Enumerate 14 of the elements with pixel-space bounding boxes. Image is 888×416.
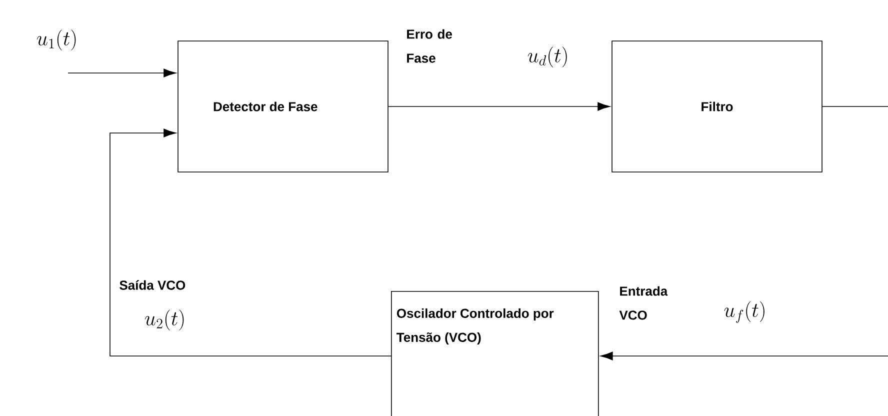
signal-label: $u_2(t)$ [145, 310, 184, 330]
signal-label: $u_f(t)$ [724, 301, 764, 323]
edge-label: Saída VCO [120, 280, 186, 290]
arrow [110, 128, 392, 356]
block-box: Oscilador Controlado por Tensão (VCO) [391, 291, 599, 416]
arrow [68, 68, 176, 78]
signal-label: $u_1(t)$ [37, 30, 76, 50]
arrow [600, 106, 888, 360]
signal-label: $u_d(t)$ [528, 46, 567, 68]
edge-label: Entrada VCO [619, 286, 668, 320]
edge-label: Erro de Fase [407, 29, 452, 63]
arrow [388, 102, 610, 111]
block-box: Detector de Fase [178, 40, 388, 172]
block-box: Filtro [612, 40, 822, 172]
